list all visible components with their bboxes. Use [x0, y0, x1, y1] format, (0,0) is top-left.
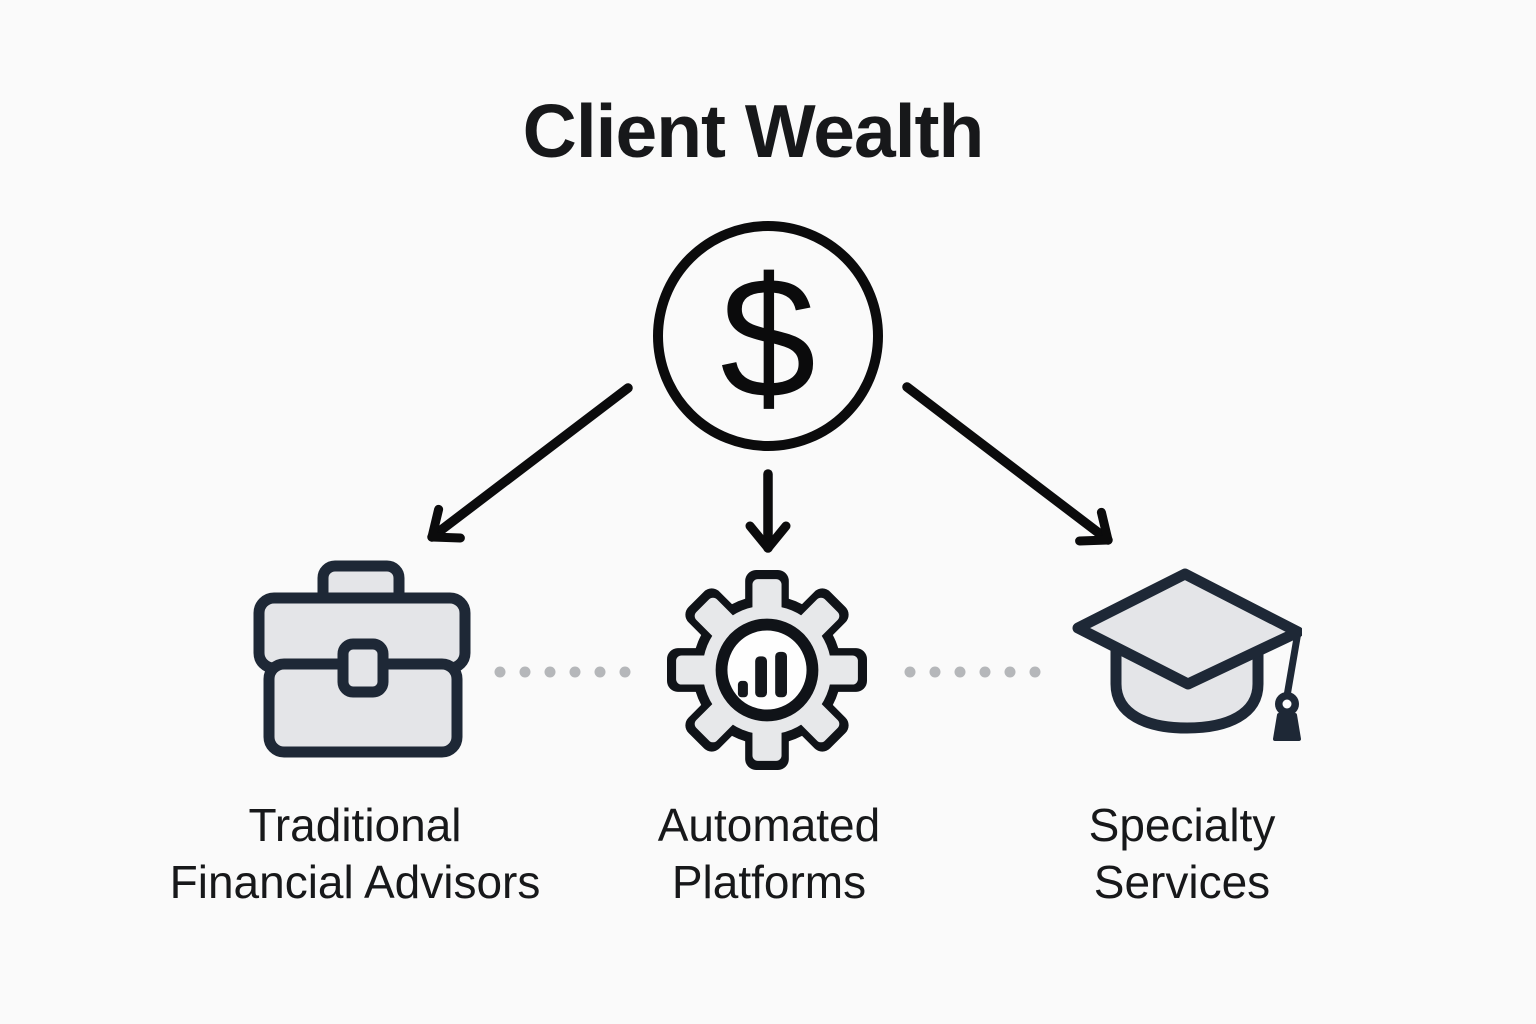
traditional-advisors-node: [253, 558, 473, 758]
arrow-to-specialty-services: [902, 382, 1113, 546]
dotted-connector-left: [494, 666, 631, 678]
automated-platforms-node: [667, 570, 867, 770]
label-specialty-services: Specialty Services: [922, 797, 1442, 911]
label-traditional-financial-advisors: Traditional Financial Advisors: [95, 797, 615, 911]
label-line: Financial Advisors: [169, 856, 541, 908]
client-wealth-node: $: [650, 218, 886, 454]
gear-chart-icon: [667, 570, 867, 770]
label-line: Platforms: [671, 856, 867, 908]
page-title: Client Wealth: [522, 89, 985, 173]
graduation-cap-icon: [1072, 568, 1304, 741]
dollar-circle-icon: $: [653, 221, 883, 451]
dotted-connector-right: [904, 666, 1041, 678]
label-line: Services: [1093, 856, 1271, 908]
arrow-to-traditional-advisors: [427, 383, 633, 543]
label-line: Traditional: [248, 799, 462, 851]
label-line: Automated: [657, 799, 881, 851]
label-line: Specialty: [1088, 799, 1276, 851]
dollar-sign-glyph: $: [720, 242, 816, 434]
briefcase-icon: [253, 560, 471, 758]
specialty-services-node: [1072, 568, 1304, 752]
label-automated-platforms: Automated Platforms: [509, 797, 1029, 911]
bar-chart-glyph: [737, 651, 787, 698]
